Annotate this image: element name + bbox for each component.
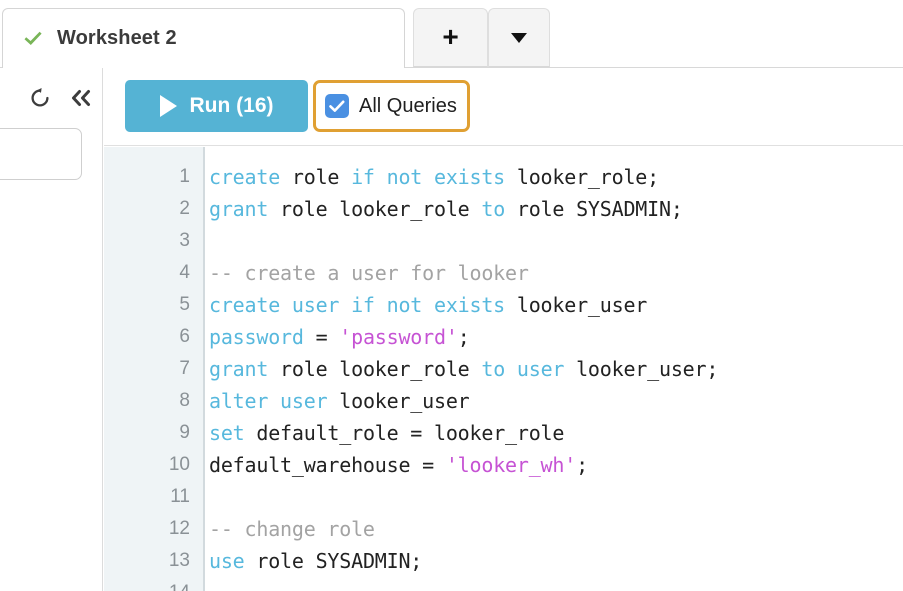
- left-panel-toolbar: [0, 78, 103, 118]
- code-token-kw: set: [209, 421, 245, 445]
- code-token-kw: to: [481, 197, 506, 221]
- line-number: 5: [179, 294, 190, 315]
- code-token-str: 'looker_wh': [445, 453, 577, 477]
- code-line-text[interactable]: default_warehouse = 'looker_wh';: [209, 453, 588, 477]
- run-button-label: Run (16): [189, 94, 274, 117]
- code-token-plain: =: [303, 325, 340, 349]
- line-number: 9: [179, 422, 190, 443]
- double-chevron-left-icon: [72, 90, 90, 106]
- code-token-plain: ;: [457, 325, 470, 349]
- all-queries-checkbox[interactable]: [325, 94, 349, 118]
- refresh-icon: [31, 88, 49, 107]
- code-token-kw: grant: [209, 197, 269, 221]
- code-line-text[interactable]: -- change role: [209, 517, 375, 541]
- code-token-plain: looker_user;: [564, 357, 719, 381]
- code-token-plain: looker_role;: [505, 165, 659, 189]
- code-line[interactable]: 11: [104, 481, 903, 513]
- line-number: 2: [179, 198, 190, 219]
- code-line[interactable]: 14: [104, 577, 903, 591]
- left-panel-search-input[interactable]: [0, 128, 82, 180]
- code-token-plain: role SYSADMIN;: [505, 197, 683, 221]
- sql-editor[interactable]: 1 create role if not exists looker_role; 2…: [104, 147, 903, 591]
- code-token-kw: create: [209, 165, 281, 189]
- code-line-text[interactable]: grant role looker_role to role SYSADMIN;: [209, 197, 683, 221]
- all-queries-toggle[interactable]: All Queries: [313, 80, 470, 132]
- code-token-str: 'password': [339, 325, 458, 349]
- code-line-text[interactable]: use role SYSADMIN;: [209, 549, 422, 573]
- code-token-plain: role looker_role: [268, 197, 482, 221]
- code-token-kw: use: [209, 549, 245, 573]
- code-lines[interactable]: 1 create role if not exists looker_role; 2…: [104, 161, 903, 591]
- editor-toolbar: Run (16) All Queries Saved a few seconds…: [104, 68, 903, 188]
- tab-strip-underline: [0, 67, 903, 68]
- code-token-plain: looker_user: [505, 293, 648, 317]
- code-line[interactable]: 12 -- change role: [104, 513, 903, 545]
- code-token-plain: default_warehouse =: [209, 453, 446, 477]
- code-line-text[interactable]: password = 'password';: [209, 325, 470, 349]
- line-number-gutter: [104, 147, 203, 591]
- code-token-plain: ;: [576, 453, 588, 477]
- code-token-kw: password: [209, 325, 304, 349]
- line-number: 12: [168, 518, 190, 539]
- line-number: 10: [168, 454, 190, 475]
- code-token-cmt: -- create a user for looker: [209, 261, 529, 285]
- play-triangle-icon: [159, 95, 177, 117]
- code-token-plain: role: [280, 165, 352, 189]
- line-number: 6: [179, 326, 190, 347]
- code-line-text[interactable]: grant role looker_role to user looker_us…: [209, 357, 718, 381]
- code-line-text[interactable]: -- create a user for looker: [209, 261, 529, 285]
- plus-icon: +: [442, 20, 459, 52]
- code-line[interactable]: 9 set default_role = looker_role: [104, 417, 903, 449]
- code-token-plain: role SYSADMIN;: [244, 549, 423, 573]
- code-line[interactable]: 6 password = 'password';: [104, 321, 903, 353]
- code-token-plain: role looker_role: [268, 357, 482, 381]
- code-token-kw: grant: [209, 357, 269, 381]
- line-number: 13: [168, 550, 190, 571]
- code-line-text[interactable]: alter user looker_user: [209, 389, 470, 413]
- collapse-panel-button[interactable]: [69, 86, 93, 110]
- tab-strip: Worksheet 2 +: [0, 0, 903, 68]
- code-line-text[interactable]: set default_role = looker_role: [209, 421, 564, 445]
- code-token-kw: if not exists: [351, 165, 506, 189]
- line-number: 8: [179, 390, 190, 411]
- line-number: 11: [170, 486, 190, 507]
- add-worksheet-button[interactable]: +: [413, 8, 488, 67]
- line-number: 4: [179, 262, 190, 283]
- code-line[interactable]: 2 grant role looker_role to role SYSADMIN…: [104, 193, 903, 225]
- code-line[interactable]: 1 create role if not exists looker_role;: [104, 161, 903, 193]
- line-number: 14: [104, 582, 190, 591]
- caret-down-icon: [511, 32, 527, 43]
- checkmark-icon: [329, 100, 345, 112]
- refresh-button[interactable]: [28, 86, 52, 110]
- code-line[interactable]: 5 create user if not exists looker_user: [104, 289, 903, 321]
- code-line[interactable]: 10 default_warehouse = 'looker_wh';: [104, 449, 903, 481]
- line-number: 3: [179, 230, 190, 251]
- run-button[interactable]: Run (16): [125, 80, 308, 132]
- gutter-divider: [203, 147, 205, 591]
- code-line-text[interactable]: create user if not exists looker_user: [209, 293, 647, 317]
- line-number: 7: [179, 358, 190, 379]
- code-line[interactable]: 8 alter user looker_user: [104, 385, 903, 417]
- code-line[interactable]: 7 grant role looker_role to user looker_u…: [104, 353, 903, 385]
- tab-worksheet-2[interactable]: Worksheet 2: [2, 8, 405, 68]
- tab-title: Worksheet 2: [57, 27, 177, 49]
- code-line[interactable]: 4 -- create a user for looker: [104, 257, 903, 289]
- code-token-plain: default_role = looker_role: [244, 421, 565, 445]
- code-token-kw: alter user: [209, 389, 328, 413]
- line-number: 1: [179, 166, 190, 187]
- code-line-text[interactable]: create role if not exists looker_role;: [209, 165, 659, 189]
- all-queries-label: All Queries: [359, 94, 457, 117]
- worksheet-menu-button[interactable]: [488, 8, 550, 67]
- code-token-kw: to user: [481, 357, 565, 381]
- green-check-icon: [24, 31, 42, 45]
- code-token-kw: create user if not exists: [209, 293, 506, 317]
- code-line[interactable]: 13 use role SYSADMIN;: [104, 545, 903, 577]
- code-token-plain: looker_user: [327, 389, 470, 413]
- code-line[interactable]: 3: [104, 225, 903, 257]
- code-token-cmt: -- change role: [209, 517, 375, 541]
- left-panel: [0, 68, 103, 591]
